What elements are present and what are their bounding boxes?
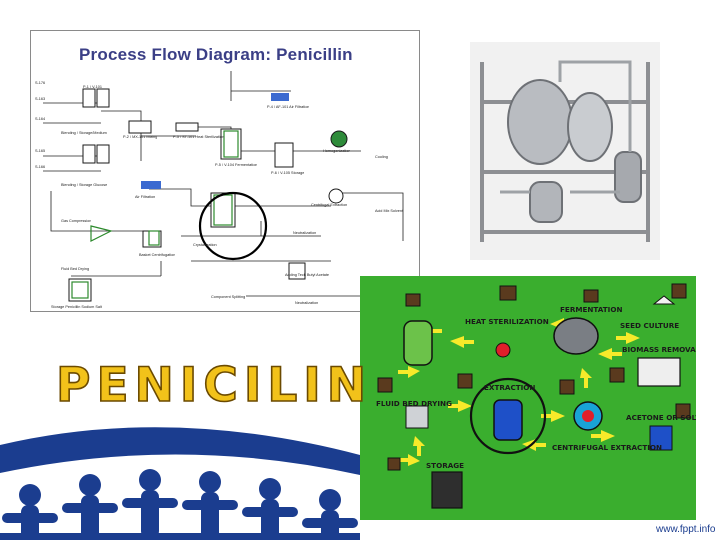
pfd-drawing bbox=[43, 71, 404, 302]
pfd-label-blend1: Blending / Storage/Medium bbox=[61, 131, 107, 135]
pfd-label-stor: P-6 / V-105 Storage bbox=[271, 171, 305, 175]
pfd-label-mix: P-2 / MX-101 Mixing bbox=[123, 135, 158, 139]
label-heat: HEAT STERILIZATION bbox=[465, 317, 549, 326]
pfd-label-airfilt2: Air Filtration bbox=[135, 195, 156, 199]
watermark: www.fppt.info bbox=[656, 524, 716, 535]
pfd-label-heat: P-3 / ST-101 Heat Sterilization bbox=[173, 135, 225, 139]
pfd-title: Process Flow Diagram: Penicillin bbox=[79, 45, 353, 64]
pfd-label-s5: S-166 bbox=[35, 165, 46, 169]
pfd-label-split: Component Splitting bbox=[211, 295, 246, 299]
pfd-label-store: Storage Penicillin Sodium Salt bbox=[51, 305, 102, 309]
people-silhouette-band bbox=[0, 405, 360, 540]
pfd-label-dry: Fluid Bed Drying bbox=[61, 267, 90, 271]
pfd-label-s4: S-165 bbox=[35, 149, 46, 153]
label-ferm: FERMENTATION bbox=[560, 305, 622, 314]
penicilin-title: PENICILIN bbox=[55, 357, 373, 414]
pfd-label-basket: Basket Centrifugation bbox=[139, 253, 176, 257]
extraction-highlight-circle bbox=[469, 377, 547, 455]
pfd-label-cool: Cooling bbox=[375, 155, 388, 159]
label-seed: SEED CULTURE bbox=[620, 321, 679, 330]
pfd-label-solv: Acid Mix Solvent bbox=[375, 209, 404, 213]
pfd-label-blend2: Blending / Storage Glucose bbox=[61, 183, 108, 187]
pfd-label-neut2: Neutralization bbox=[295, 301, 319, 305]
equipment-photo bbox=[470, 42, 660, 260]
pfd-label-s1: S-176 bbox=[35, 81, 46, 85]
pfd-label-crys: Crystallization bbox=[193, 243, 217, 247]
pfd-label-comp: Gas Compression bbox=[61, 219, 92, 223]
label-biomass: BIOMASS REMOVAL bbox=[622, 345, 696, 354]
pfd-label-s3: S-164 bbox=[35, 117, 46, 121]
pfd-label-centri: Centrifugal Extraction bbox=[311, 203, 348, 207]
crystallization-highlight-circle bbox=[198, 191, 268, 261]
hand-drawn-process-panel: HEAT STERILIZATION FERMENTATION SEED CUL… bbox=[360, 276, 696, 520]
pfd-label-airfilt: P-4 / AF-101 Air Filtration bbox=[267, 105, 310, 109]
pfd-label-neut: Neutralization bbox=[293, 231, 317, 235]
label-centri: CENTRIFUGAL EXTRACTION bbox=[552, 443, 662, 452]
pfd-label-acid: Adding Tech Butyl Acetate bbox=[285, 273, 330, 277]
label-acetone: ACETONE OR SOLVENT bbox=[626, 413, 696, 422]
pfd-label-homog: Homogenization bbox=[323, 149, 351, 153]
label-extract: EXTRACTION bbox=[484, 383, 535, 392]
pfd-label-s2: S-163 bbox=[35, 97, 46, 101]
pfd-label-ferm: P-5 / V-104 Fermentation bbox=[215, 163, 258, 167]
label-fluid: FLUID BED DRYING bbox=[376, 399, 452, 408]
label-storage: STORAGE bbox=[426, 461, 464, 470]
pfd-label-p1: P-1 / V-101 bbox=[83, 85, 102, 89]
